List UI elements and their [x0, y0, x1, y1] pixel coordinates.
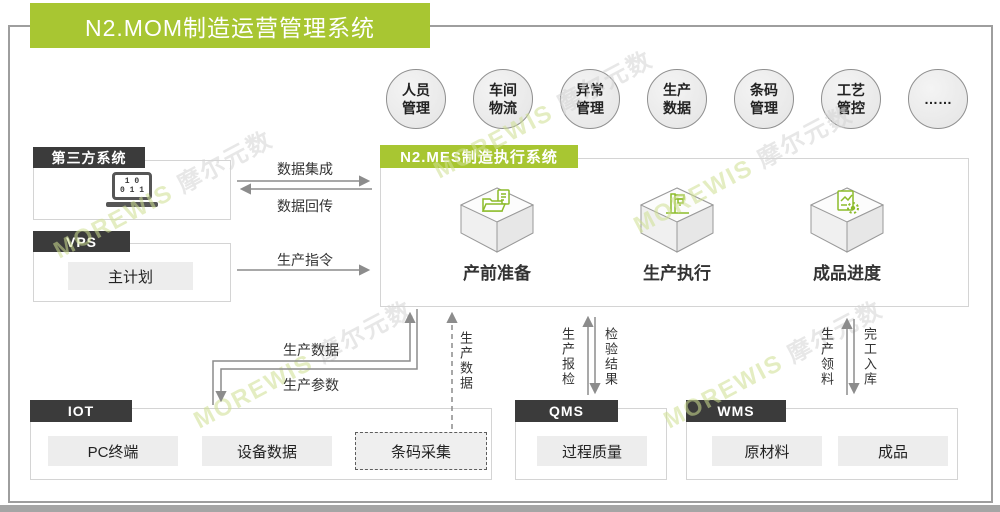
vps-tab: VPS [33, 231, 130, 252]
iot-tab: IOT [30, 400, 132, 422]
module-circle-barcode: 条码 管理 [734, 69, 794, 129]
module-circle-personnel: 人员 管理 [386, 69, 446, 129]
module-circle-label: 人员 管理 [402, 81, 430, 116]
module-circle-label: 车间 物流 [489, 81, 517, 116]
qms-tab: QMS [515, 400, 618, 422]
bottom-bar [0, 505, 1000, 512]
device-data-item: 设备数据 [202, 436, 332, 466]
module-circle-label: 工艺 管控 [837, 81, 865, 116]
flow-label-data-return: 数据回传 [277, 198, 333, 214]
flow-label-inspection-request: 生产报检 [560, 327, 575, 387]
binary-line: 1 0 [124, 176, 140, 186]
master-plan-item: 主计划 [68, 262, 193, 290]
module-circle-label: …… [924, 90, 952, 107]
module-circle-label: 异常 管理 [576, 81, 604, 116]
binary-line: 0 1 1 [119, 186, 144, 195]
module-circle-more: …… [908, 69, 968, 129]
third-party-system-tab: 第三方系统 [33, 147, 145, 168]
module-circle-label: 条码 管理 [750, 81, 778, 116]
flow-label-production-params: 生产参数 [283, 377, 339, 393]
module-circle-label: 生产 数据 [663, 81, 691, 116]
flow-label-production-data: 生产数据 [283, 342, 339, 358]
cube-label: 产前准备 [463, 264, 531, 283]
laptop-screen: 1 0 0 1 1 [112, 172, 152, 200]
machine-icon [666, 193, 689, 214]
raw-material-item: 原材料 [712, 436, 822, 466]
flow-label-material-request: 生产领料 [819, 327, 834, 387]
mes-tab: N2.MES制造执行系统 [380, 145, 578, 168]
pc-terminal-item: PC终端 [48, 436, 178, 466]
cube-pre-production [459, 187, 535, 253]
finished-goods-item: 成品 [838, 436, 948, 466]
wms-tab: WMS [686, 400, 786, 422]
folder-doc-icon [481, 189, 510, 212]
flow-label-production-order: 生产指令 [277, 252, 333, 268]
report-gear-icon [837, 190, 859, 214]
barcode-collect-item: 条码采集 [355, 432, 487, 470]
module-circle-production-data: 生产 数据 [647, 69, 707, 129]
flow-label-barcode-data: 生产数据 [458, 331, 473, 391]
cube-production-execution [639, 187, 715, 253]
process-quality-item: 过程质量 [537, 436, 647, 466]
cube-finished-progress [809, 187, 885, 253]
laptop-binary-icon: 1 0 0 1 1 [106, 172, 158, 207]
flow-label-inspection-result: 检验结果 [603, 327, 618, 387]
module-circle-workshop-logistics: 车间 物流 [473, 69, 533, 129]
module-circle-exception: 异常 管理 [560, 69, 620, 129]
cube-label: 生产执行 [643, 264, 711, 283]
laptop-base [106, 202, 158, 207]
module-circle-process-control: 工艺 管控 [821, 69, 881, 129]
cube-label: 成品进度 [813, 264, 881, 283]
flow-label-finish-storage: 完工入库 [862, 327, 877, 387]
page-title: N2.MOM制造运营管理系统 [30, 3, 430, 48]
flow-label-data-integration: 数据集成 [277, 161, 333, 177]
